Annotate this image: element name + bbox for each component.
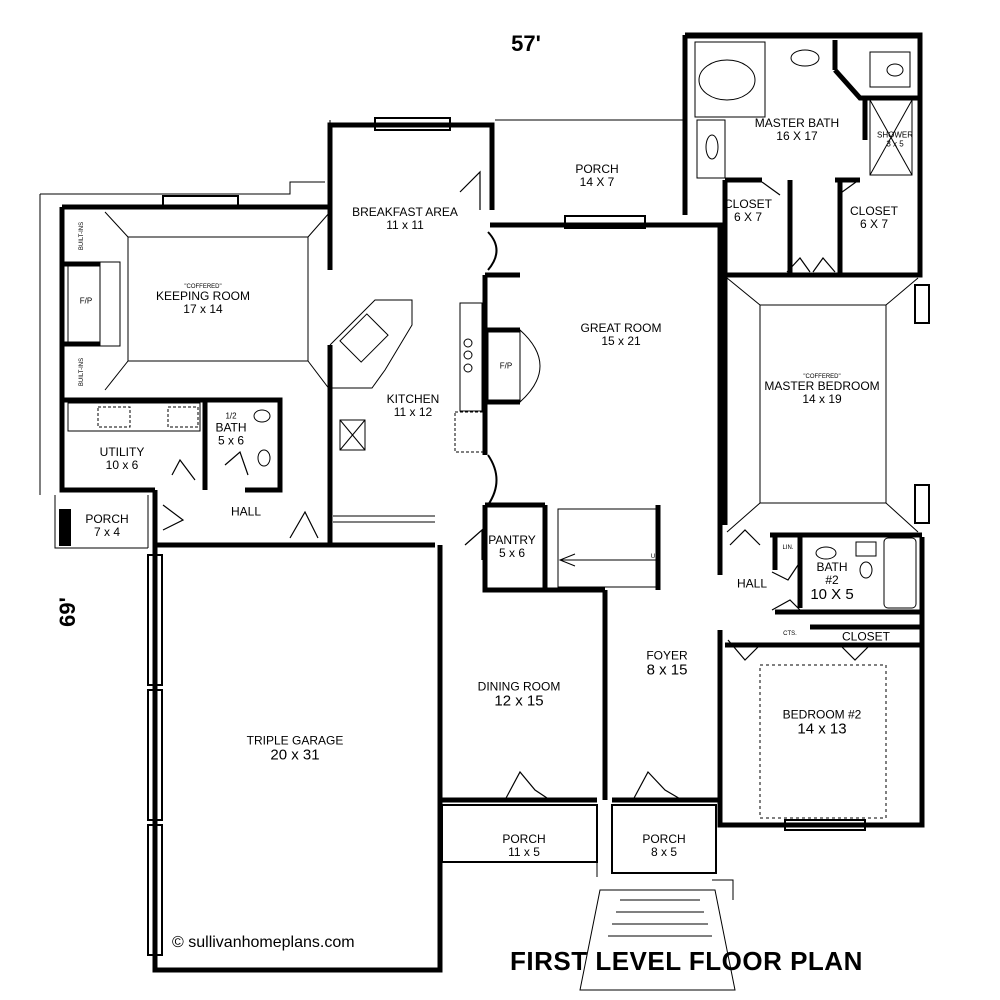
room-foyer: FOYER 8 x 15 [646,649,687,678]
room-size: 14 x 19 [802,392,842,407]
window-frames [59,117,930,956]
room-closet-2: CLOSET 6 X 7 [850,205,898,231]
room-size: 17 x 14 [183,302,223,317]
built-ins-label-bottom: BUILT-INS [78,357,85,387]
room-name: PANTRY [488,533,536,548]
room-size: 14 x 13 [797,720,847,738]
room-name: PORCH [85,512,129,527]
room-hall-2: HALL [736,576,768,591]
room-name: KEEPING ROOM [155,289,251,304]
room-name: PORCH [502,832,546,847]
room-size: 7 x 4 [93,525,120,539]
room-name: SHOWER [877,130,913,140]
depth-dimension: 69' [55,597,80,627]
room-size: 20 x 31 [270,746,320,764]
room-porch-front-left: PORCH 11 x 5 [502,833,545,859]
room-size: 15 x 21 [601,334,641,348]
room-utility: UTILITY 10 x 6 [100,446,145,472]
room-name: KITCHEN [386,392,440,407]
room-keeping-room: "COFFERED" KEEPING ROOM 17 x 14 [156,284,250,316]
room-size: 12 x 15 [494,692,544,710]
room-name: UTILITY [99,445,145,460]
room-size: 11 x 5 [508,845,540,859]
room-pantry: PANTRY 5 x 6 [488,534,536,560]
copyright-text: © sullivanhomeplans.com [172,934,355,951]
room-triple-garage: TRIPLE GARAGE 20 x 31 [247,734,344,763]
room-size: 11 x 12 [393,405,433,419]
room-name-line2: BATH [215,420,247,435]
room-dining-room: DINING ROOM 12 x 15 [478,680,561,709]
door-swings [162,170,871,801]
cts-label: CTS. [783,630,797,637]
room-porch-rear: PORCH 14 X 7 [575,163,618,189]
room-closet-3: CLOSET [841,629,891,644]
room-porch-side: PORCH 7 x 4 [85,513,128,539]
room-size: 6 X 7 [733,210,763,224]
room-shower: SHOWER 3 x 5 [877,131,913,148]
room-name-line2: #2 [825,572,839,587]
fireplace-label-keeping: F/P [79,296,93,306]
fireplace-label-great-room: F/P [499,361,513,371]
built-ins-label-top: BUILT-INS [78,221,85,251]
room-great-room: GREAT ROOM 15 x 21 [581,322,662,348]
room-size: 14 X 7 [579,175,615,189]
thick-walls [59,32,925,973]
room-size: 10 X 5 [810,585,854,603]
room-name: PORCH [642,832,686,847]
room-breakfast-area: BREAKFAST AREA 11 x 11 [352,206,458,232]
room-size: 8 x 15 [646,661,688,679]
room-size: 8 x 5 [650,845,677,859]
room-closet-1: CLOSET 6 X 7 [724,198,772,224]
room-kitchen: KITCHEN 11 x 12 [387,393,440,419]
stairs-up-label: UP [650,553,660,560]
room-hall-1: HALL [230,504,262,519]
room-size: 6 X 7 [859,217,889,231]
room-size: 3 x 5 [886,139,904,148]
room-size: 5 x 6 [217,433,244,448]
room-size: 16 X 17 [776,129,818,143]
room-name: MASTER BEDROOM [764,379,880,394]
plan-title: FIRST LEVEL FLOOR PLAN [510,946,863,976]
room-half-bath: 1/2 BATH 5 x 6 [215,411,247,448]
room-name-line1: BATH [816,559,848,574]
room-master-bedroom: "COFFERED" MASTER BEDROOM 14 x 19 [764,374,879,406]
room-bedroom-2: BEDROOM #2 14 x 13 [783,708,862,737]
room-size: 11 x 11 [386,218,424,232]
room-name: CLOSET [723,197,773,212]
room-name: PORCH [575,162,619,177]
room-master-bath: MASTER BATH 16 X 17 [755,117,839,143]
thin-lines [39,37,920,991]
room-name: TRIPLE GARAGE [246,733,344,748]
room-name: GREAT ROOM [580,321,662,336]
room-name: DINING ROOM [477,679,561,694]
room-name: FOYER [646,648,688,663]
room-note: "COFFERED" [803,373,841,380]
room-note: "COFFERED" [184,283,222,290]
room-name: BREAKFAST AREA [352,205,458,220]
room-size: 10 x 6 [105,458,139,472]
room-size: 5 x 6 [498,546,526,560]
room-name-line1: 1/2 [225,411,237,421]
room-name: MASTER BATH [754,116,840,131]
room-name: CLOSET [849,204,899,219]
room-bath-2: BATH #2 10 X 5 [810,559,854,603]
width-dimension: 57' [511,31,541,57]
room-name: BEDROOM #2 [782,707,862,722]
room-porch-front-right: PORCH 8 x 5 [642,833,685,859]
linen-label: LIN. [782,544,794,551]
